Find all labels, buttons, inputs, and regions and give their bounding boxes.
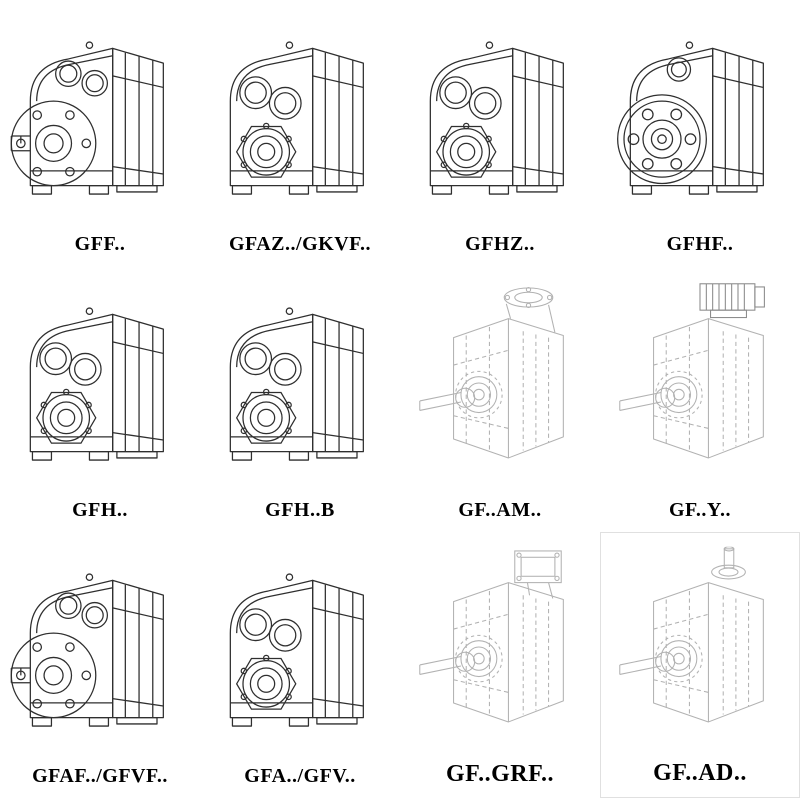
model-label: GF..GRF..	[445, 761, 555, 787]
model-label: GFA../GFV..	[244, 765, 356, 787]
hollow-shaft-gearbox-drawing	[400, 0, 600, 233]
catalog-cell: GFA../GFV..	[200, 532, 400, 798]
catalog-cell: GF..GRF..	[400, 532, 600, 798]
gearbox-with-input-flange-drawing	[400, 266, 600, 499]
catalog-cell: GF..Y..	[600, 266, 800, 532]
gearbox-with-motor-drawing	[600, 266, 800, 499]
model-label: GFH..	[72, 499, 128, 521]
model-label: GFAF../GFVF..	[32, 765, 168, 787]
gearbox-with-input-shaft-drawing	[601, 533, 799, 760]
foot-mounted-gearbox-drawing	[200, 266, 400, 499]
model-label: GFHF..	[666, 233, 734, 255]
catalog-cell: GFH..	[0, 266, 200, 532]
model-label: GFAZ../GKVF..	[228, 233, 372, 255]
catalog-cell: GFF..	[0, 0, 200, 266]
model-label: GF..AD..	[653, 760, 747, 786]
catalog-cell: GFH..B	[200, 266, 400, 532]
hollow-shaft-flange-gearbox-drawing	[600, 0, 800, 233]
model-label: GFHZ..	[465, 233, 535, 255]
catalog-cell: GFHZ..	[400, 0, 600, 266]
flange-mounted-gearbox-drawing	[0, 0, 200, 233]
catalog-cell: GFAF../GFVF..	[0, 532, 200, 798]
hollow-shaft-gearbox-drawing	[0, 266, 200, 499]
model-label: GFH..B	[265, 499, 335, 521]
flange-mounted-gearbox-drawing	[0, 532, 200, 765]
catalog-cell: GF..AM..	[400, 266, 600, 532]
shaft-mounted-gearbox-drawing	[200, 0, 400, 233]
model-label: GFF..	[74, 233, 126, 255]
model-label: GF..AM..	[458, 499, 542, 521]
model-label: GF..Y..	[668, 499, 732, 521]
catalog-cell: GF..AD..	[600, 532, 800, 798]
shaft-mounted-gearbox-drawing	[200, 532, 400, 765]
gearbox-with-adapter-drawing	[400, 532, 600, 761]
catalog-cell: GFAZ../GKVF..	[200, 0, 400, 266]
catalog-cell: GFHF..	[600, 0, 800, 266]
